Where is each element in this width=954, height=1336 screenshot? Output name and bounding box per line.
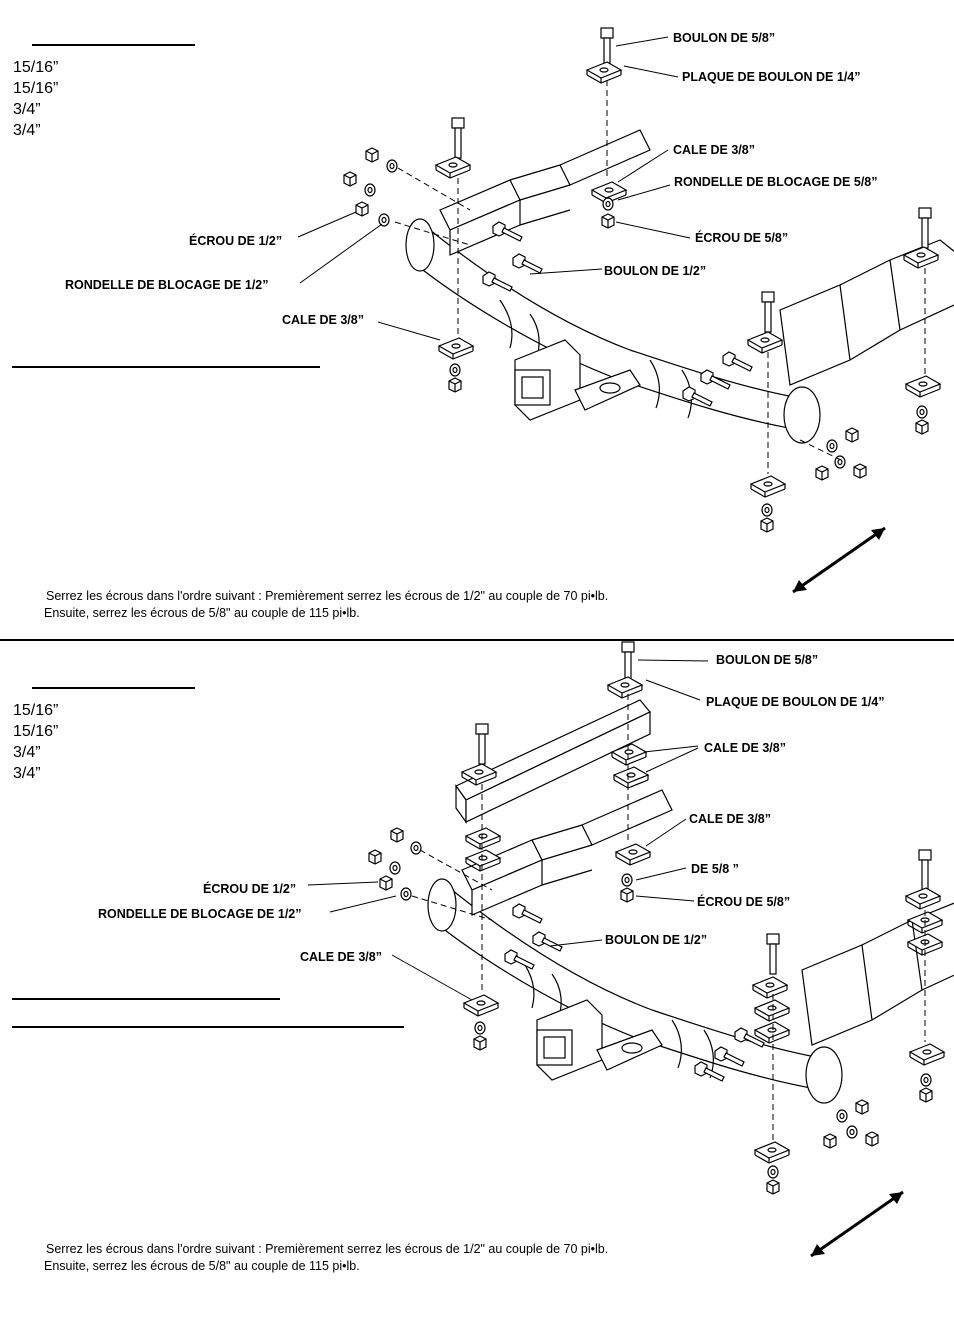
bottom-torque-note-line-2: Ensuite, serrez les écrous de 5/8" au co… <box>44 1259 360 1273</box>
bottom-label-nut-58: ÉCROU DE 5/8” <box>697 895 791 909</box>
bottom-heading-rule <box>32 687 195 689</box>
bottom-label-bolt-58: BOULON DE 5/8” <box>716 653 819 667</box>
bottom-label-shim-38-left: CALE DE 3/8” <box>300 950 382 964</box>
top-dimension-3: 3/4” <box>13 101 41 118</box>
top-dimension-2: 15/16” <box>13 80 59 97</box>
top-label-shim-38-right: CALE DE 3/8” <box>673 143 755 157</box>
bottom-label-lockwasher-12: RONDELLE DE BLOCAGE DE 1/2” <box>98 907 302 921</box>
top-hitch-drawing <box>297 27 954 594</box>
top-torque-note-line-2: Ensuite, serrez les écrous de 5/8" au co… <box>44 606 360 620</box>
top-label-nut-12: ÉCROU DE 1/2” <box>189 234 283 248</box>
bottom-dimension-2: 15/16” <box>13 723 59 740</box>
section-divider <box>0 639 954 641</box>
bottom-label-shim-38-b: CALE DE 3/8” <box>689 812 771 826</box>
bottom-hitch-drawing <box>307 641 954 1258</box>
top-label-plate-14: PLAQUE DE BOULON DE 1/4” <box>682 70 861 84</box>
bottom-label-nut-12: ÉCROU DE 1/2” <box>203 882 297 896</box>
bottom-dimension-3: 3/4” <box>13 744 41 761</box>
top-label-nut-58: ÉCROU DE 5/8” <box>695 231 789 245</box>
top-torque-note-line-1: Serrez les écrous dans l'ordre suivant :… <box>46 589 609 603</box>
bottom-label-de-58: DE 5/8 ” <box>691 862 739 876</box>
bottom-dimension-4: 3/4” <box>13 765 41 782</box>
bottom-dimension-1: 15/16” <box>13 702 59 719</box>
bottom-label-bolt-12: BOULON DE 1/2” <box>605 933 708 947</box>
top-label-lockwasher-12: RONDELLE DE BLOCAGE DE 1/2” <box>65 278 269 292</box>
top-label-lockwasher-58: RONDELLE DE BLOCAGE DE 5/8” <box>674 175 878 189</box>
top-label-shim-38-left: CALE DE 3/8” <box>282 313 364 327</box>
bottom-separator-rule-2 <box>12 1026 404 1028</box>
top-label-bolt-58: BOULON DE 5/8” <box>673 31 776 45</box>
bottom-separator-rule-1 <box>12 998 280 1000</box>
top-heading-rule <box>32 44 195 46</box>
top-separator-rule <box>12 366 320 368</box>
top-dimension-1: 15/16” <box>13 59 59 76</box>
top-label-bolt-12: BOULON DE 1/2” <box>604 264 707 278</box>
bottom-label-shim-38-a: CALE DE 3/8” <box>704 741 786 755</box>
bottom-torque-note-line-1: Serrez les écrous dans l'ordre suivant :… <box>46 1242 609 1256</box>
top-dimension-4: 3/4” <box>13 122 41 139</box>
bottom-label-plate-14: PLAQUE DE BOULON DE 1/4” <box>706 695 885 709</box>
